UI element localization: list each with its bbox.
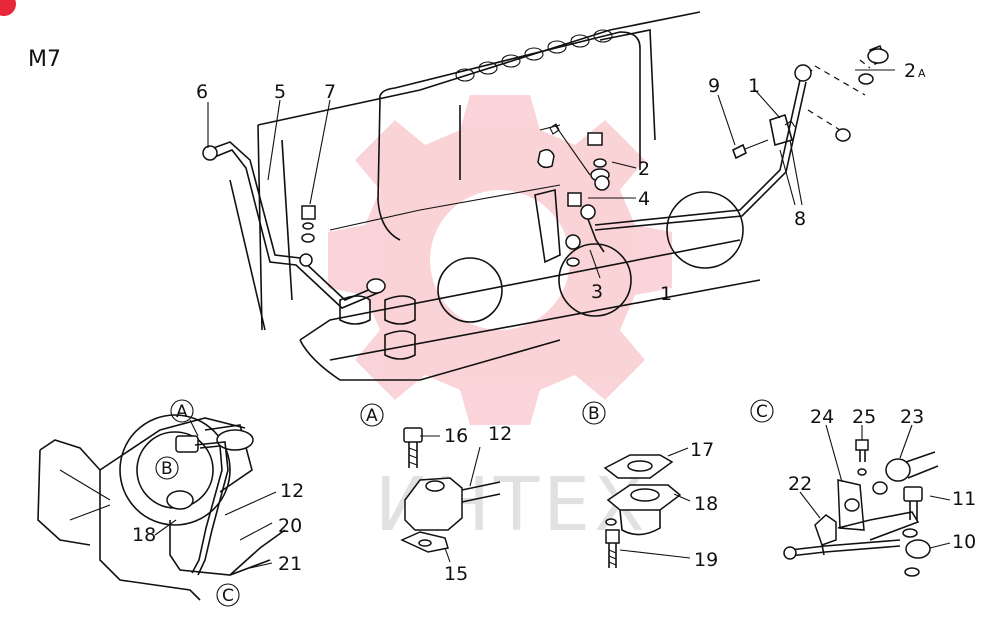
svg-text:B: B: [161, 459, 173, 479]
callout-labels: 6 5 7 2 4 3 1 9 1 8 2 A 12 18 20 21 16 1…: [132, 60, 976, 585]
section-code: M7: [28, 47, 61, 72]
detail-marker-a-turbo: A: [170, 399, 194, 423]
detail-marker-c-heading: C: [750, 399, 774, 423]
callout-20: 20: [278, 515, 302, 537]
turbo-detail-view: [37, 414, 286, 601]
detail-marker-b-heading: B: [582, 401, 606, 425]
watermark-gear-icon: [328, 95, 672, 425]
callout-25: 25: [852, 406, 876, 428]
callout-5: 5: [274, 81, 286, 103]
callout-15: 15: [444, 563, 468, 585]
svg-text:C: C: [222, 586, 234, 606]
callout-23: 23: [900, 406, 924, 428]
detail-marker-b-turbo: B: [155, 456, 179, 480]
callout-3: 3: [591, 281, 603, 303]
svg-text:B: B: [588, 404, 600, 424]
leader-lines-turbo: [154, 419, 277, 569]
leader-lines-b: [619, 447, 691, 559]
callout-2-main: 2: [638, 158, 650, 180]
callout-24: 24: [810, 406, 834, 428]
detail-b-view: [603, 454, 682, 568]
callout-18-turbo: 18: [132, 524, 156, 546]
leader-lines-main: [207, 69, 895, 279]
callout-17: 17: [690, 439, 714, 461]
callout-21: 21: [278, 553, 302, 575]
callout-16: 16: [444, 425, 468, 447]
callout-9: 9: [708, 75, 720, 97]
callout-10: 10: [952, 531, 976, 553]
corner-brand-dot: [0, 0, 16, 16]
callout-18-b: 18: [694, 493, 718, 515]
callout-12-a: 12: [488, 423, 512, 445]
callout-1-pipe: 1: [660, 283, 672, 305]
callout-7: 7: [324, 81, 336, 103]
svg-text:C: C: [756, 402, 768, 422]
callout-22: 22: [788, 473, 812, 495]
callout-1-top: 1: [748, 75, 760, 97]
callout-8: 8: [794, 208, 806, 230]
detail-a-view: [400, 427, 501, 553]
callout-11: 11: [952, 488, 976, 510]
detail-marker-a-heading: A: [360, 403, 384, 427]
engine-main-view: [202, 11, 889, 381]
svg-text:A: A: [176, 402, 188, 422]
callout-2a-suffix: A: [918, 67, 926, 80]
svg-text:A: A: [366, 406, 378, 426]
callout-4: 4: [638, 188, 650, 210]
detail-marker-c-turbo: C: [216, 583, 240, 607]
callout-6: 6: [196, 81, 208, 103]
callout-19: 19: [694, 549, 718, 571]
leader-lines-c: [799, 424, 951, 549]
callout-2a: 2: [904, 60, 916, 82]
leader-lines-a: [420, 435, 481, 563]
detail-c-view: [783, 439, 939, 577]
callout-12-turbo: 12: [280, 480, 304, 502]
